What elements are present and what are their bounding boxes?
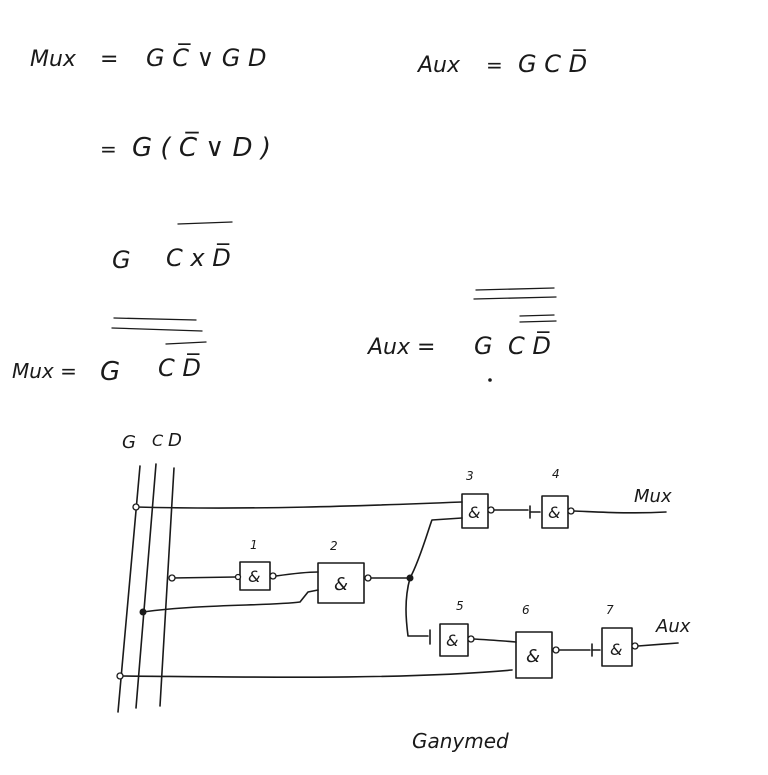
wire-to-gate-5 — [405, 577, 429, 637]
gate-1-number: 1 — [250, 538, 258, 552]
mux-4-overline-mid — [111, 327, 203, 332]
bus-line-d — [159, 467, 175, 707]
input-label-c: C — [152, 431, 164, 450]
mux-4-g: G — [100, 357, 120, 387]
aux-1-lhs: Aux — [416, 53, 461, 78]
equation-mux-3: G C x D̅ — [112, 221, 233, 274]
aux-2-overline-d — [519, 320, 557, 323]
equation-aux-2: Aux = G C D̅ — [366, 287, 557, 382]
circuit-diagram: G C D 1 & 2 & 3 — [116, 430, 691, 713]
gate-1-input-bubble — [234, 573, 242, 581]
wire-gate-5-to-gate-6 — [473, 638, 517, 643]
gate-7-output-bubble — [631, 642, 639, 650]
junction-g-top — [132, 503, 140, 511]
mux-1-lhs: Mux — [30, 47, 77, 72]
wire-g-to-gate-6 — [119, 669, 513, 678]
gate-4-output-bubble — [567, 507, 575, 515]
gate-1-output-bubble — [269, 572, 277, 580]
aux-2-overline-top — [475, 287, 555, 291]
mux-3-g: G — [112, 246, 131, 274]
gate-3-symbol: & — [468, 503, 480, 522]
mux-4-cd: C D̅ — [158, 353, 201, 382]
equation-mux-1: Mux = G C̅ ∨ G D — [30, 43, 267, 72]
aux-2-cd: C D̅ — [508, 331, 551, 360]
junction-g-bottom — [116, 672, 124, 680]
gate-3-number: 3 — [466, 469, 474, 483]
mux-3-cd: C x D̅ — [166, 243, 231, 272]
equation-mux-4: Mux = G C D̅ — [12, 317, 207, 387]
junction-c — [139, 608, 147, 616]
mux-4-overline-cd — [165, 341, 207, 345]
gate-2-output-bubble — [364, 574, 372, 582]
aux-2-overline-c — [519, 314, 555, 317]
aux-1-rhs: G C D̅ — [518, 49, 587, 78]
equation-aux-1: Aux = G C D̅ — [416, 49, 587, 78]
wire-d-to-gate-1 — [171, 576, 237, 579]
wire-gate-1-to-gate-2 — [275, 571, 319, 577]
mux-3-overline — [177, 221, 233, 225]
aux-1-eq: = — [486, 53, 503, 77]
gate-6-number: 6 — [522, 603, 530, 617]
wire-to-gate-3 — [409, 517, 463, 579]
wire-c-to-gate-2 — [142, 589, 319, 613]
gate-5-symbol: & — [446, 631, 458, 650]
bus-line-c — [135, 463, 157, 709]
output-label-mux: Mux — [634, 486, 672, 507]
gate-4-number: 4 — [552, 467, 560, 481]
gate-6-symbol: & — [526, 646, 540, 667]
ink-dot — [488, 378, 492, 382]
input-label-g: G — [122, 432, 136, 453]
gate-2-number: 2 — [330, 539, 338, 553]
aux-2-overline-mid — [473, 296, 557, 300]
mux-1-eq: = — [100, 47, 118, 72]
mux-4-lhs: Mux = — [12, 359, 77, 383]
gate-7-number: 7 — [606, 603, 614, 617]
wire-mux-output — [573, 510, 667, 514]
aux-2-g: G — [474, 332, 493, 360]
equation-mux-2: = G ( C̅ ∨ D ) — [100, 131, 271, 163]
signature: Ganymed — [412, 729, 509, 753]
gate-2-box — [317, 562, 365, 604]
gate-3-output-bubble — [487, 506, 495, 514]
mux-2-eq: = — [100, 137, 117, 161]
input-label-d: D — [168, 430, 182, 451]
junction-d — [168, 574, 176, 582]
gate-1-symbol: & — [248, 567, 260, 586]
mux-2-rhs: G ( C̅ ∨ D ) — [132, 131, 271, 163]
wire-g-to-gate-3 — [135, 501, 463, 509]
mux-1-rhs: G C̅ ∨ G D — [146, 43, 267, 72]
gate-5-output-bubble — [467, 635, 475, 643]
gate-4-symbol: & — [548, 503, 560, 522]
gate-7-symbol: & — [610, 640, 622, 659]
gate-6-box — [515, 631, 553, 679]
aux-2-lhs: Aux = — [366, 335, 435, 360]
wire-aux-output — [637, 642, 679, 647]
gate-6-output-bubble — [552, 646, 560, 654]
gate-2-symbol: & — [334, 574, 348, 595]
gate-5-number: 5 — [456, 599, 464, 613]
output-label-aux: Aux — [655, 616, 691, 637]
mux-4-overline-top — [113, 317, 197, 321]
